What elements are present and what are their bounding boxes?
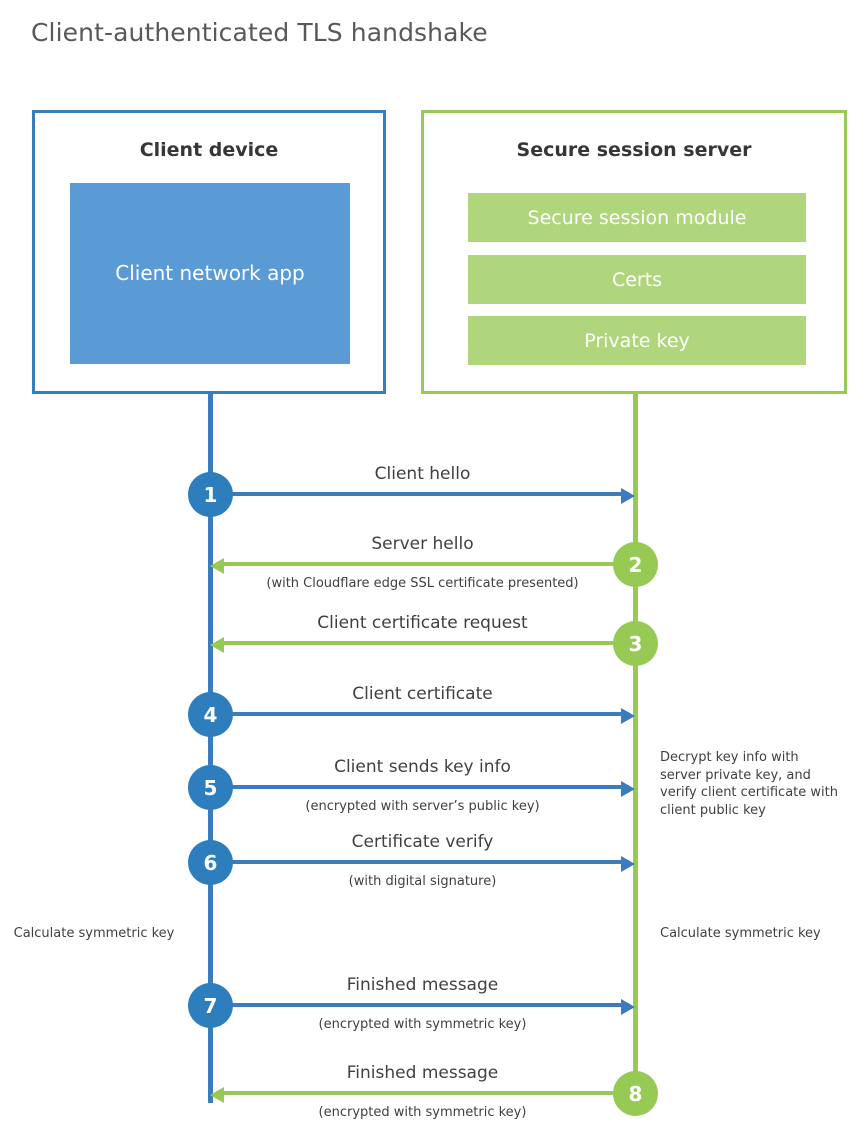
step-number-6: 6 bbox=[188, 840, 233, 885]
arrow-head-right-icon bbox=[621, 708, 635, 724]
server-module-bar: Certs bbox=[468, 255, 806, 304]
arrow-line bbox=[216, 641, 635, 645]
arrow-line bbox=[210, 785, 629, 789]
message-label: Client hello bbox=[374, 464, 471, 484]
server-module-bar: Private key bbox=[468, 316, 806, 365]
arrow-head-left-icon bbox=[210, 1087, 224, 1103]
server-decrypt-note: Decrypt key info with server private key… bbox=[660, 750, 838, 818]
server-lifeline bbox=[633, 393, 638, 1093]
step-number-2: 2 bbox=[613, 542, 658, 587]
message-label: Client sends key info bbox=[334, 757, 511, 777]
message-label: Server hello bbox=[371, 534, 474, 554]
message-sublabel: (encrypted with server’s public key) bbox=[305, 799, 540, 814]
arrow-line bbox=[216, 1091, 635, 1095]
arrow-line bbox=[210, 860, 629, 864]
message-sublabel: (encrypted with symmetric key) bbox=[318, 1105, 527, 1120]
arrow-line bbox=[210, 712, 629, 716]
step-number-5: 5 bbox=[188, 765, 233, 810]
server-calculate-note: Calculate symmetric key bbox=[660, 926, 821, 941]
message-label: Certificate verify bbox=[351, 832, 494, 852]
message-label: Finished message bbox=[346, 1063, 499, 1083]
step-number-4: 4 bbox=[188, 692, 233, 737]
message-sublabel: (with digital signature) bbox=[348, 874, 497, 889]
secure-session-server-title: Secure session server bbox=[516, 139, 752, 161]
message-label: Client certificate request bbox=[317, 613, 528, 633]
client-network-app-box: Client network app bbox=[70, 183, 350, 364]
server-module-bar: Secure session module bbox=[468, 193, 806, 242]
client-lifeline bbox=[208, 393, 213, 1103]
arrow-head-right-icon bbox=[621, 856, 635, 872]
step-number-7: 7 bbox=[188, 983, 233, 1028]
message-sublabel: (with Cloudflare edge SSL certificate pr… bbox=[266, 576, 579, 591]
client-calculate-note: Calculate symmetric key bbox=[13, 926, 175, 941]
arrow-head-right-icon bbox=[621, 999, 635, 1015]
client-device-title: Client device bbox=[139, 139, 279, 161]
step-number-8: 8 bbox=[613, 1071, 658, 1116]
secure-session-server-box: Secure session server Secure session mod… bbox=[421, 110, 847, 394]
arrow-line bbox=[210, 492, 629, 496]
client-device-box: Client device Client network app bbox=[32, 110, 386, 394]
page-title: Client-authenticated TLS handshake bbox=[31, 18, 488, 47]
arrow-head-left-icon bbox=[210, 558, 224, 574]
arrow-line bbox=[210, 1003, 629, 1007]
arrow-head-right-icon bbox=[621, 781, 635, 797]
arrow-head-right-icon bbox=[621, 488, 635, 504]
arrow-head-left-icon bbox=[210, 637, 224, 653]
message-label: Finished message bbox=[346, 975, 499, 995]
step-number-3: 3 bbox=[613, 621, 658, 666]
message-label: Client certificate bbox=[352, 684, 493, 704]
step-number-1: 1 bbox=[188, 472, 233, 517]
message-sublabel: (encrypted with symmetric key) bbox=[318, 1017, 527, 1032]
arrow-line bbox=[216, 562, 635, 566]
